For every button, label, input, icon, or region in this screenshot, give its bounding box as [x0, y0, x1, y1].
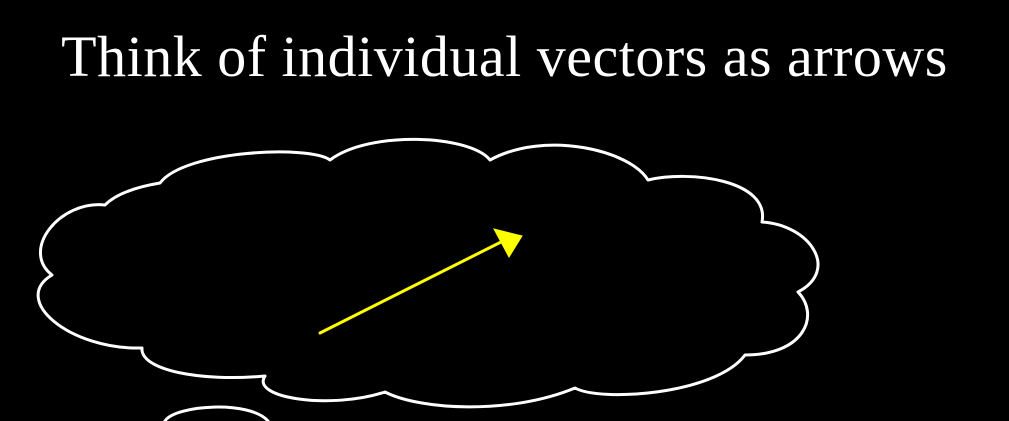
vector-shaft: [318, 239, 505, 335]
small-thought-cloud-icon: [163, 405, 270, 421]
title: Think of individual vectors as arrows: [61, 24, 948, 89]
thought-cloud-icon: [36, 137, 820, 409]
vector-arrow-icon: [318, 228, 523, 335]
vector-arrowhead: [493, 228, 523, 259]
